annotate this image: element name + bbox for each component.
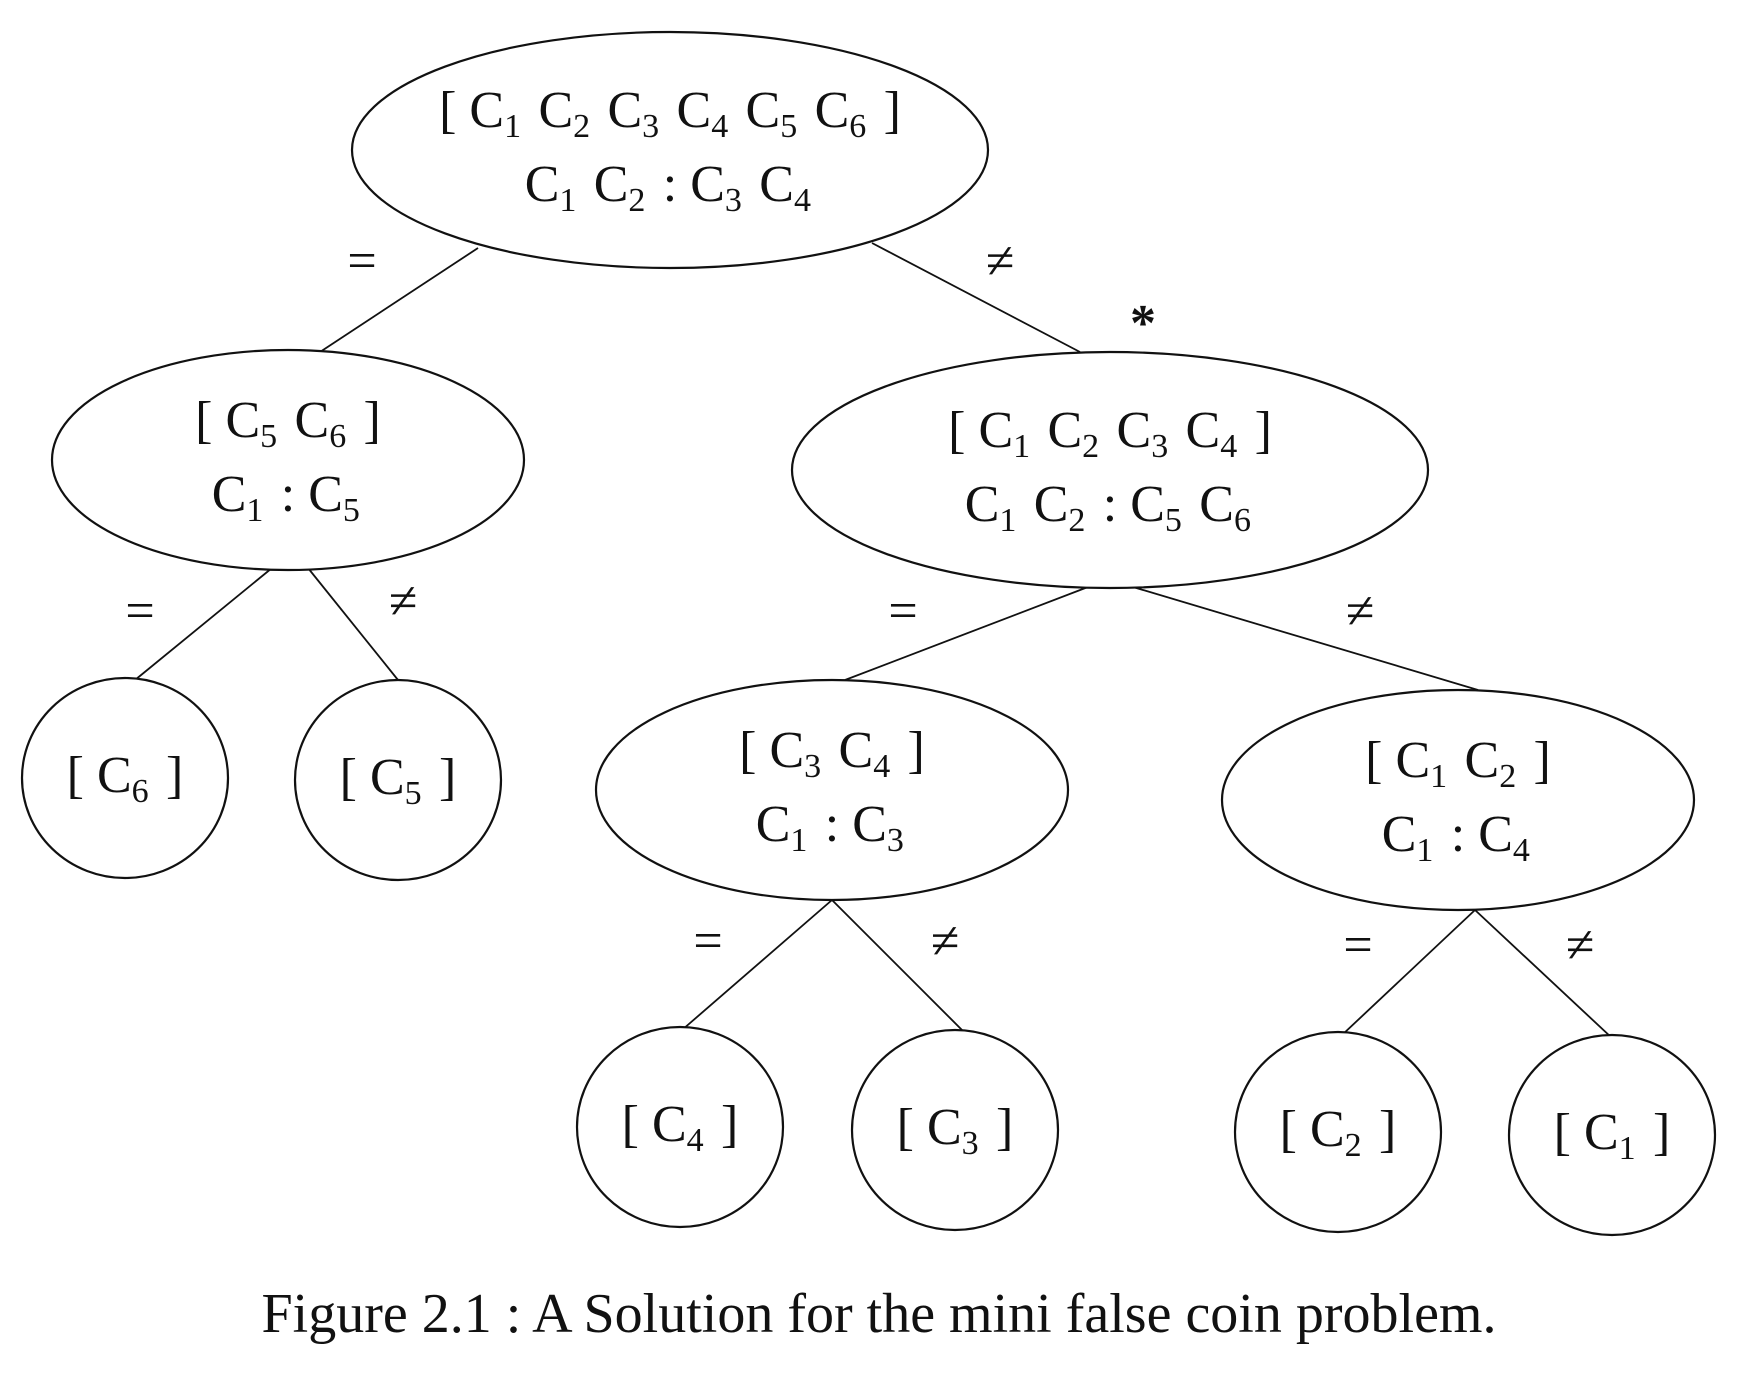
- edge-n4-l1: [1474, 909, 1613, 1039]
- leaf-circle-l4: [575, 1025, 785, 1229]
- node-l6-line-1: [ C6 ]: [67, 747, 184, 810]
- edge-n4-l2: [1341, 909, 1476, 1036]
- node-root-line-2: C1 C2 : C3 C4: [525, 156, 816, 219]
- edge-label-n1-l6: =: [125, 583, 154, 640]
- edge-n1-l6: [134, 567, 273, 681]
- node-root: [ C1 C2 C3 C4 C5 C6 ] C1 C2 : C3 C4: [350, 30, 990, 270]
- edge-label-n3-l4: =: [693, 913, 722, 970]
- edge-root-n2: [871, 242, 1081, 353]
- node-ellipse-n4: [1220, 688, 1696, 912]
- edge-n3-l4: [681, 899, 833, 1031]
- leaf-circle-l3: [850, 1028, 1060, 1232]
- edge-n3-l3: [831, 899, 966, 1034]
- node-l1-line-1: [ C1 ]: [1554, 1104, 1671, 1167]
- figure-caption: Figure 2.1 : A Solution for the mini fal…: [261, 1283, 1497, 1345]
- node-l4-line-1: [ C4 ]: [622, 1096, 739, 1159]
- edge-label-n3-l3: ≠: [931, 913, 960, 970]
- node-n2: [ C1 C2 C3 C4 ] C1 C2 : C5 C6 *: [790, 295, 1430, 590]
- node-ellipse-root: [350, 30, 990, 270]
- edge-label-n1-l5: ≠: [389, 573, 418, 630]
- edge-label-n2-n3: =: [888, 583, 917, 640]
- nodes-layer: [ C1 C2 C3 C4 C5 C6 ] C1 C2 : C3 C4 [ C5 …: [20, 30, 1717, 1237]
- node-n1: [ C5 C6 ] C1 : C5: [50, 348, 526, 572]
- leaf-circle-l1: [1507, 1033, 1717, 1237]
- node-ellipse-n2: [790, 350, 1430, 590]
- node-l2-line-1: [ C2 ]: [1280, 1101, 1397, 1164]
- node-l5-line-1: [ C5 ]: [340, 749, 457, 812]
- edge-label-root-n1: =: [347, 233, 376, 290]
- edge-label-n4-l1: ≠: [1566, 917, 1595, 974]
- node-l3-line-1: [ C3 ]: [897, 1099, 1014, 1162]
- node-n2-line-1: [ C1 C2 C3 C4 ]: [948, 402, 1272, 465]
- node-l3: [ C3 ]: [850, 1028, 1060, 1232]
- leaf-circle-l6: [20, 676, 230, 880]
- edge-n2-n4: [1132, 586, 1479, 691]
- node-n4-line-1: [ C1 C2 ]: [1365, 732, 1551, 795]
- leaf-circle-l2: [1233, 1030, 1443, 1234]
- node-n3-line-2: C1 : C3: [756, 796, 909, 859]
- node-n4: [ C1 C2 ] C1 : C4: [1220, 688, 1696, 912]
- edges-layer: = ≠ = ≠ = ≠ = ≠ = ≠: [125, 233, 1613, 1039]
- edge-root-n1: [319, 247, 479, 353]
- node-n1-line-1: [ C5 C6 ]: [195, 392, 381, 455]
- edge-n2-n3: [844, 586, 1089, 681]
- node-n2-mark: *: [1130, 295, 1156, 352]
- node-l2: [ C2 ]: [1233, 1030, 1443, 1234]
- node-n2-line-2: C1 C2 : C5 C6: [965, 476, 1256, 539]
- node-l5: [ C5 ]: [293, 678, 503, 882]
- node-n3: [ C3 C4 ] C1 : C3: [594, 678, 1070, 902]
- node-ellipse-n3: [594, 678, 1070, 902]
- edge-label-n4-l2: =: [1343, 917, 1372, 974]
- node-l4: [ C4 ]: [575, 1025, 785, 1229]
- leaf-circle-l5: [293, 678, 503, 882]
- node-l1: [ C1 ]: [1507, 1033, 1717, 1237]
- node-root-line-1: [ C1 C2 C3 C4 C5 C6 ]: [439, 82, 901, 145]
- edge-label-root-n2: ≠: [986, 233, 1015, 290]
- edge-n1-l5: [307, 567, 399, 681]
- node-ellipse-n1: [50, 348, 526, 572]
- node-n1-line-2: C1 : C5: [212, 466, 365, 529]
- edge-label-n2-n4: ≠: [1346, 583, 1375, 640]
- node-l6: [ C6 ]: [20, 676, 230, 880]
- node-n4-line-2: C1 : C4: [1382, 806, 1535, 869]
- node-n3-line-1: [ C3 C4 ]: [739, 722, 925, 785]
